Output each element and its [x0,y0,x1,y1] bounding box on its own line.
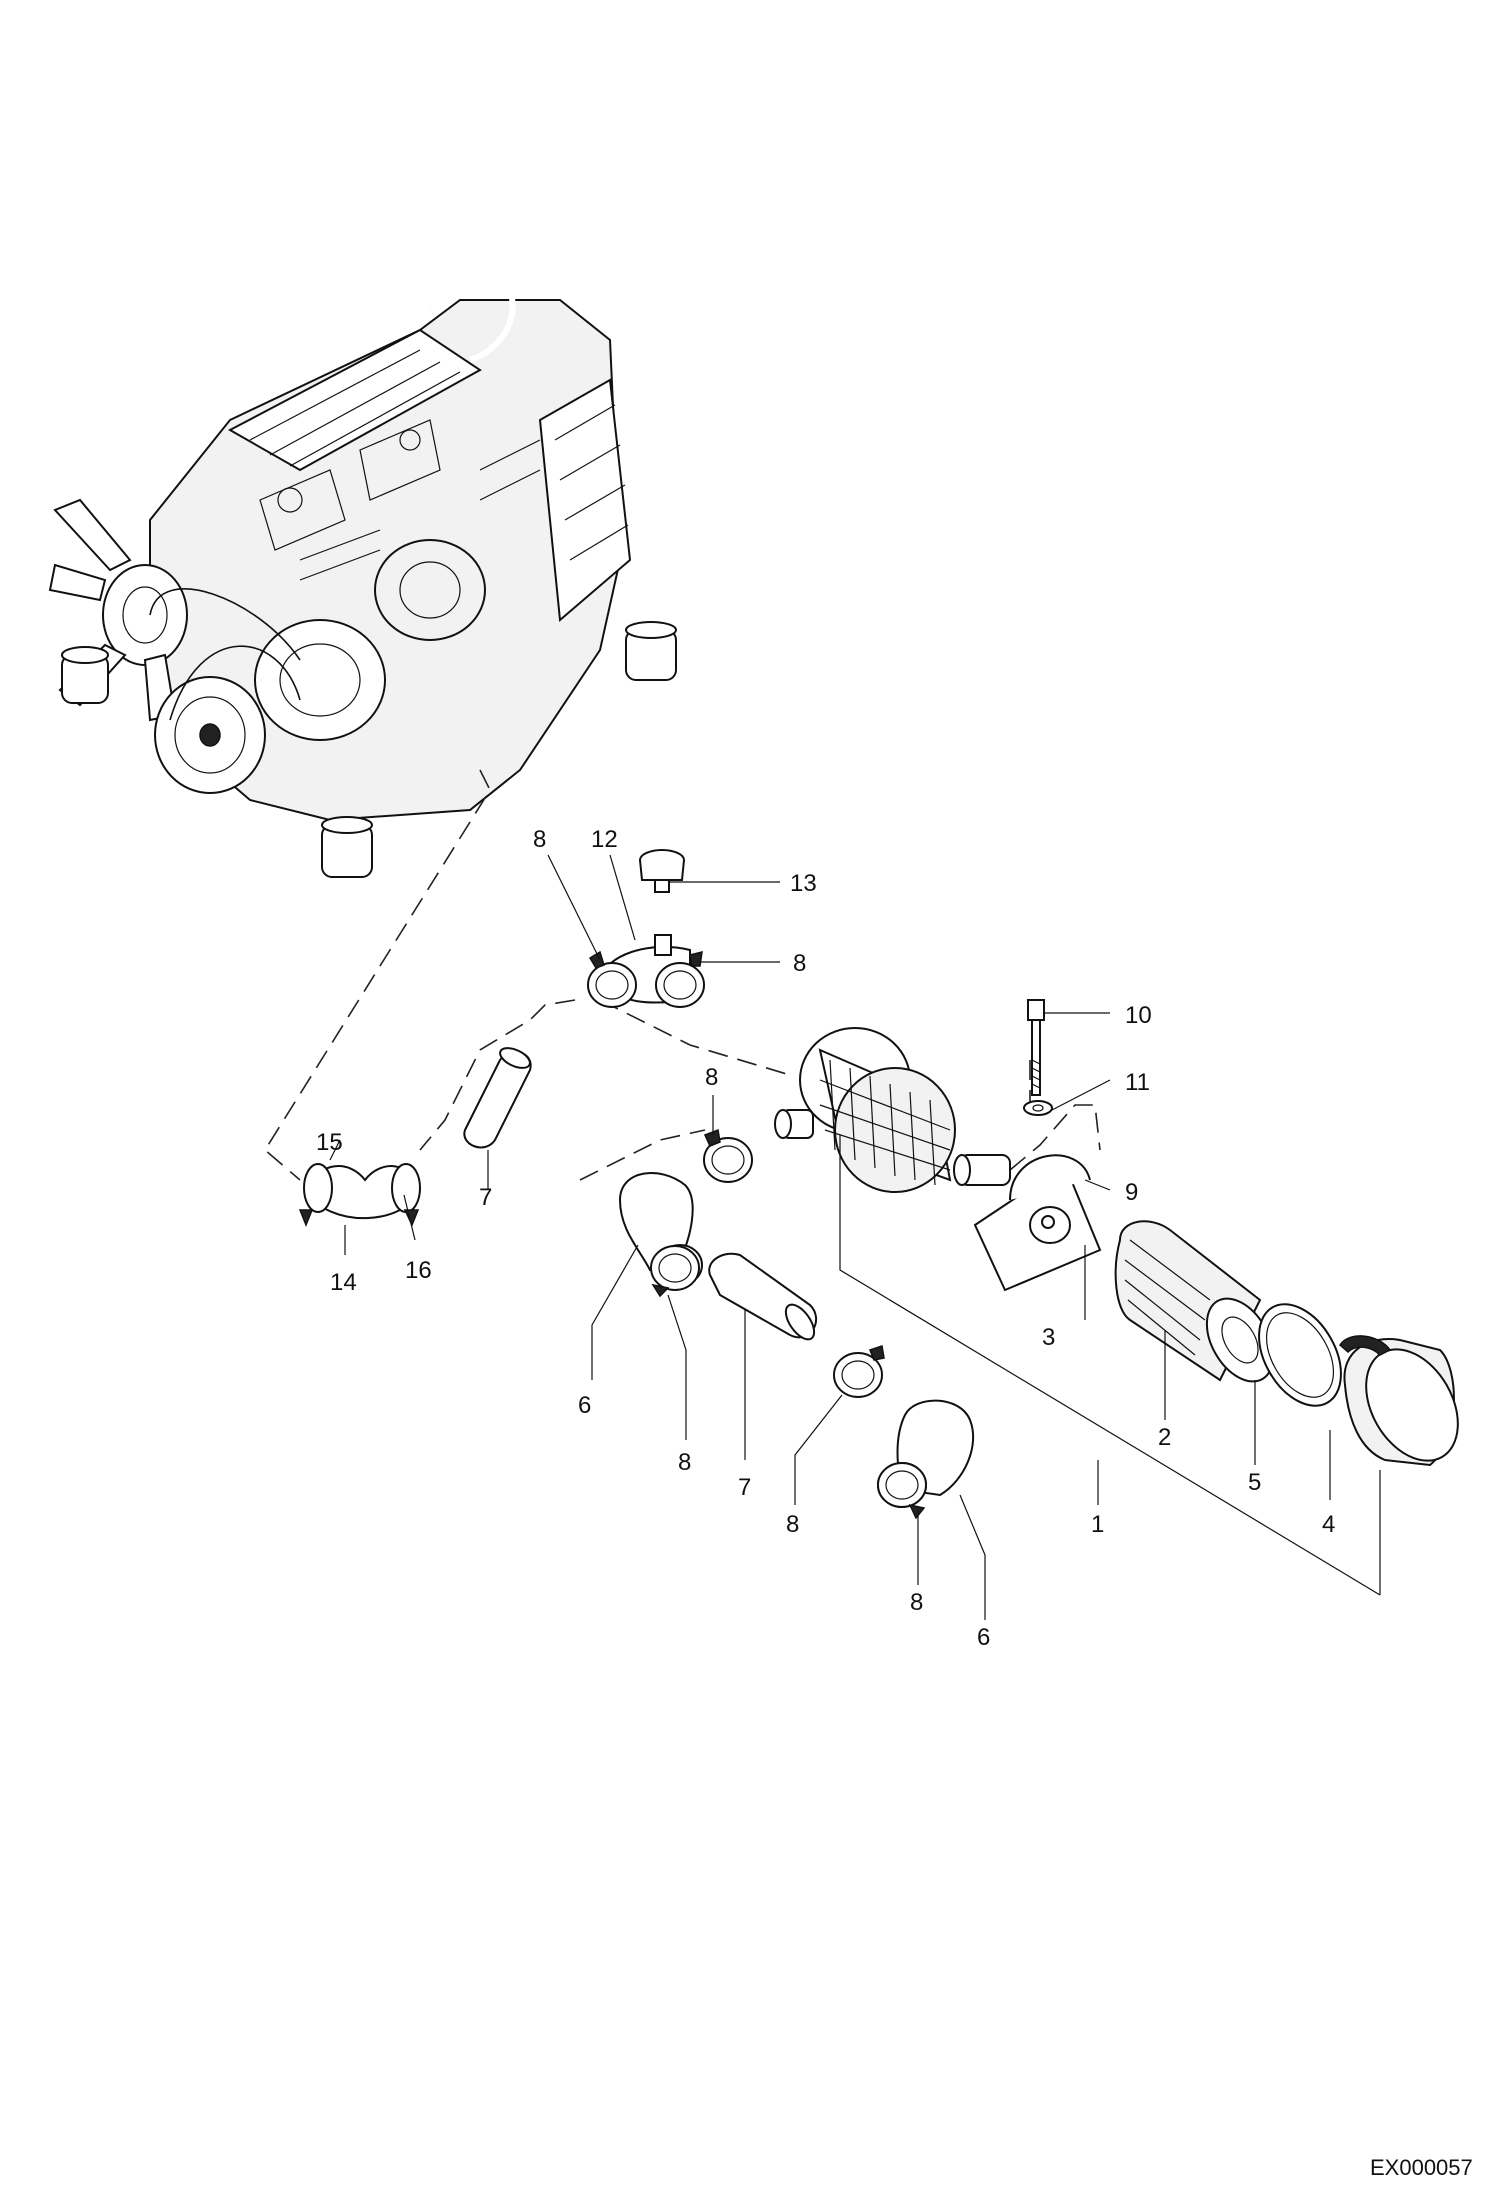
engine-mount-left [61,646,109,704]
engine-mount-front [321,816,373,878]
callout-14: 14 [330,1269,357,1296]
air-filter-housing-1 [774,1027,956,1193]
clamp-8-middle [833,1345,885,1398]
end-cap-4 [1339,1335,1459,1467]
clamp-8-lower [877,1462,927,1520]
cap-13 [639,849,685,893]
callout-7: 7 [738,1474,751,1501]
clamp-8-tee-left [587,950,637,1008]
callout-8: 8 [678,1449,691,1476]
callout-1: 1 [1091,1511,1104,1538]
callout-8: 8 [793,950,806,977]
clamp-8-filter-inlet [703,1128,753,1183]
callout-2: 2 [1158,1424,1171,1451]
callout-8: 8 [910,1589,923,1616]
bracket-9 [973,1154,1102,1292]
elbow-14 [298,1163,422,1228]
callout-8: 8 [705,1064,718,1091]
callout-8: 8 [786,1511,799,1538]
callout-6: 6 [977,1624,990,1651]
engine-mount-right [625,621,677,681]
callout-6: 6 [578,1392,591,1419]
clamp-8-elbow-upper [650,1245,700,1298]
hose-7-lower [708,1252,817,1341]
callout-4: 4 [1322,1511,1335,1538]
washer-11 [1023,1100,1053,1116]
callout-5: 5 [1248,1469,1261,1496]
callout-13: 13 [790,870,817,897]
callout-labels: 8 12 13 8 10 11 8 15 7 9 14 16 3 6 2 8 7… [316,826,1335,1651]
hose-7-upper [463,1047,532,1149]
clamp-8-tee-right [655,951,705,1008]
callout-16: 16 [405,1257,432,1284]
callout-9: 9 [1125,1179,1138,1206]
callout-11: 11 [1125,1069,1150,1096]
callout-8: 8 [533,826,546,853]
callout-12: 12 [591,826,618,853]
outlet-stub [953,1154,1011,1186]
filter-element-2 [1114,1220,1275,1383]
callout-7: 7 [479,1184,492,1211]
leader-lines [329,854,1381,1620]
callout-3: 3 [1042,1324,1055,1351]
callout-15: 15 [316,1129,343,1156]
bolt-10 [1027,999,1045,1096]
document-id: EX000057 [1370,2155,1473,2180]
seal-ring-5 [1258,1303,1342,1407]
connection-lines [263,769,1101,1181]
callout-10: 10 [1125,1002,1152,1029]
engine-illustration [48,269,677,878]
